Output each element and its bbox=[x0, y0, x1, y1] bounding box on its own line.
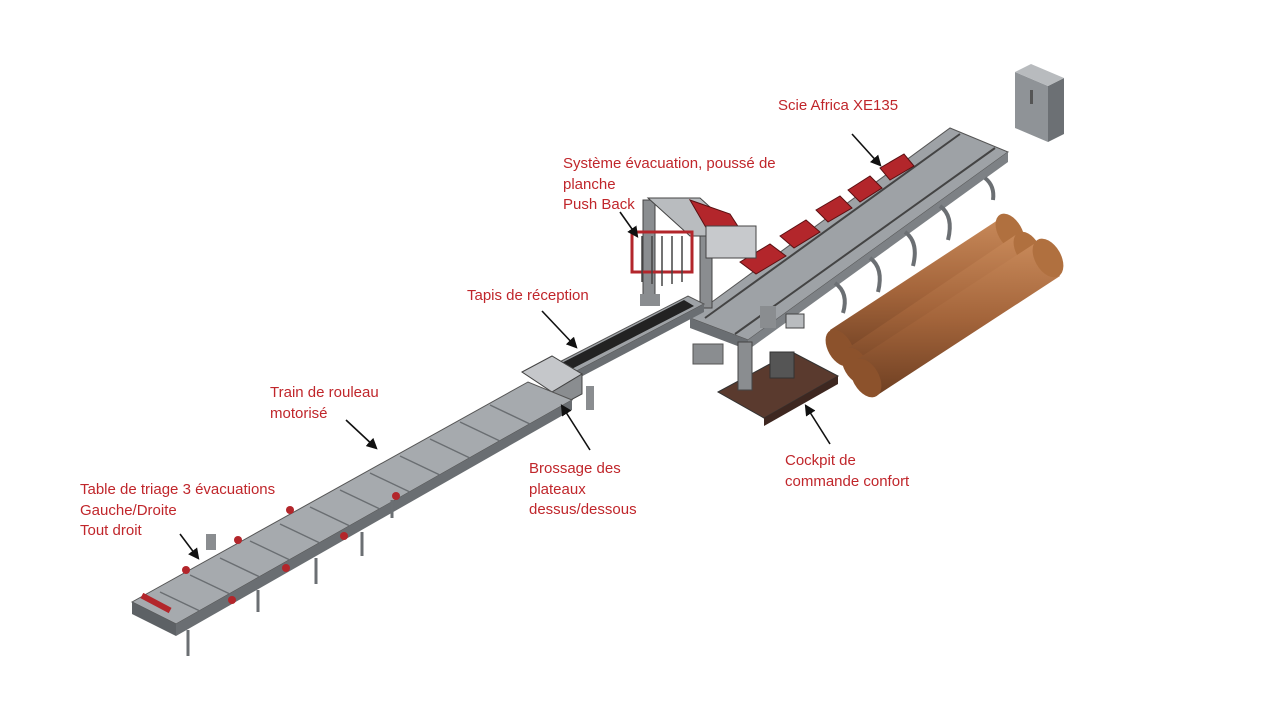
logs bbox=[825, 213, 1064, 398]
receiving-belt bbox=[538, 295, 706, 390]
label-scie-africa: Scie Africa XE135 bbox=[778, 97, 899, 114]
control-cockpit bbox=[716, 313, 840, 426]
roller-conveyor bbox=[130, 381, 574, 656]
label-tapis-reception: Tapis de réception bbox=[467, 287, 589, 304]
label-cockpit: Cockpit de commande confort bbox=[785, 452, 910, 490]
log-clamps bbox=[739, 153, 915, 275]
callout-arrows bbox=[179, 133, 882, 560]
saw-head bbox=[630, 197, 757, 309]
label-train-rouleau: Train de rouleau motorisé bbox=[270, 384, 379, 422]
label-brossage: Brossage des plateaux dessus/dessous bbox=[529, 460, 637, 518]
saw-rail-frame bbox=[688, 127, 1010, 365]
label-table-triage: Table de triage 3 évacuations Gauche/Dro… bbox=[80, 481, 276, 539]
label-push-back: Système évacuation, poussé de planche Pu… bbox=[563, 155, 776, 213]
electrical-cabinet bbox=[1015, 64, 1064, 142]
